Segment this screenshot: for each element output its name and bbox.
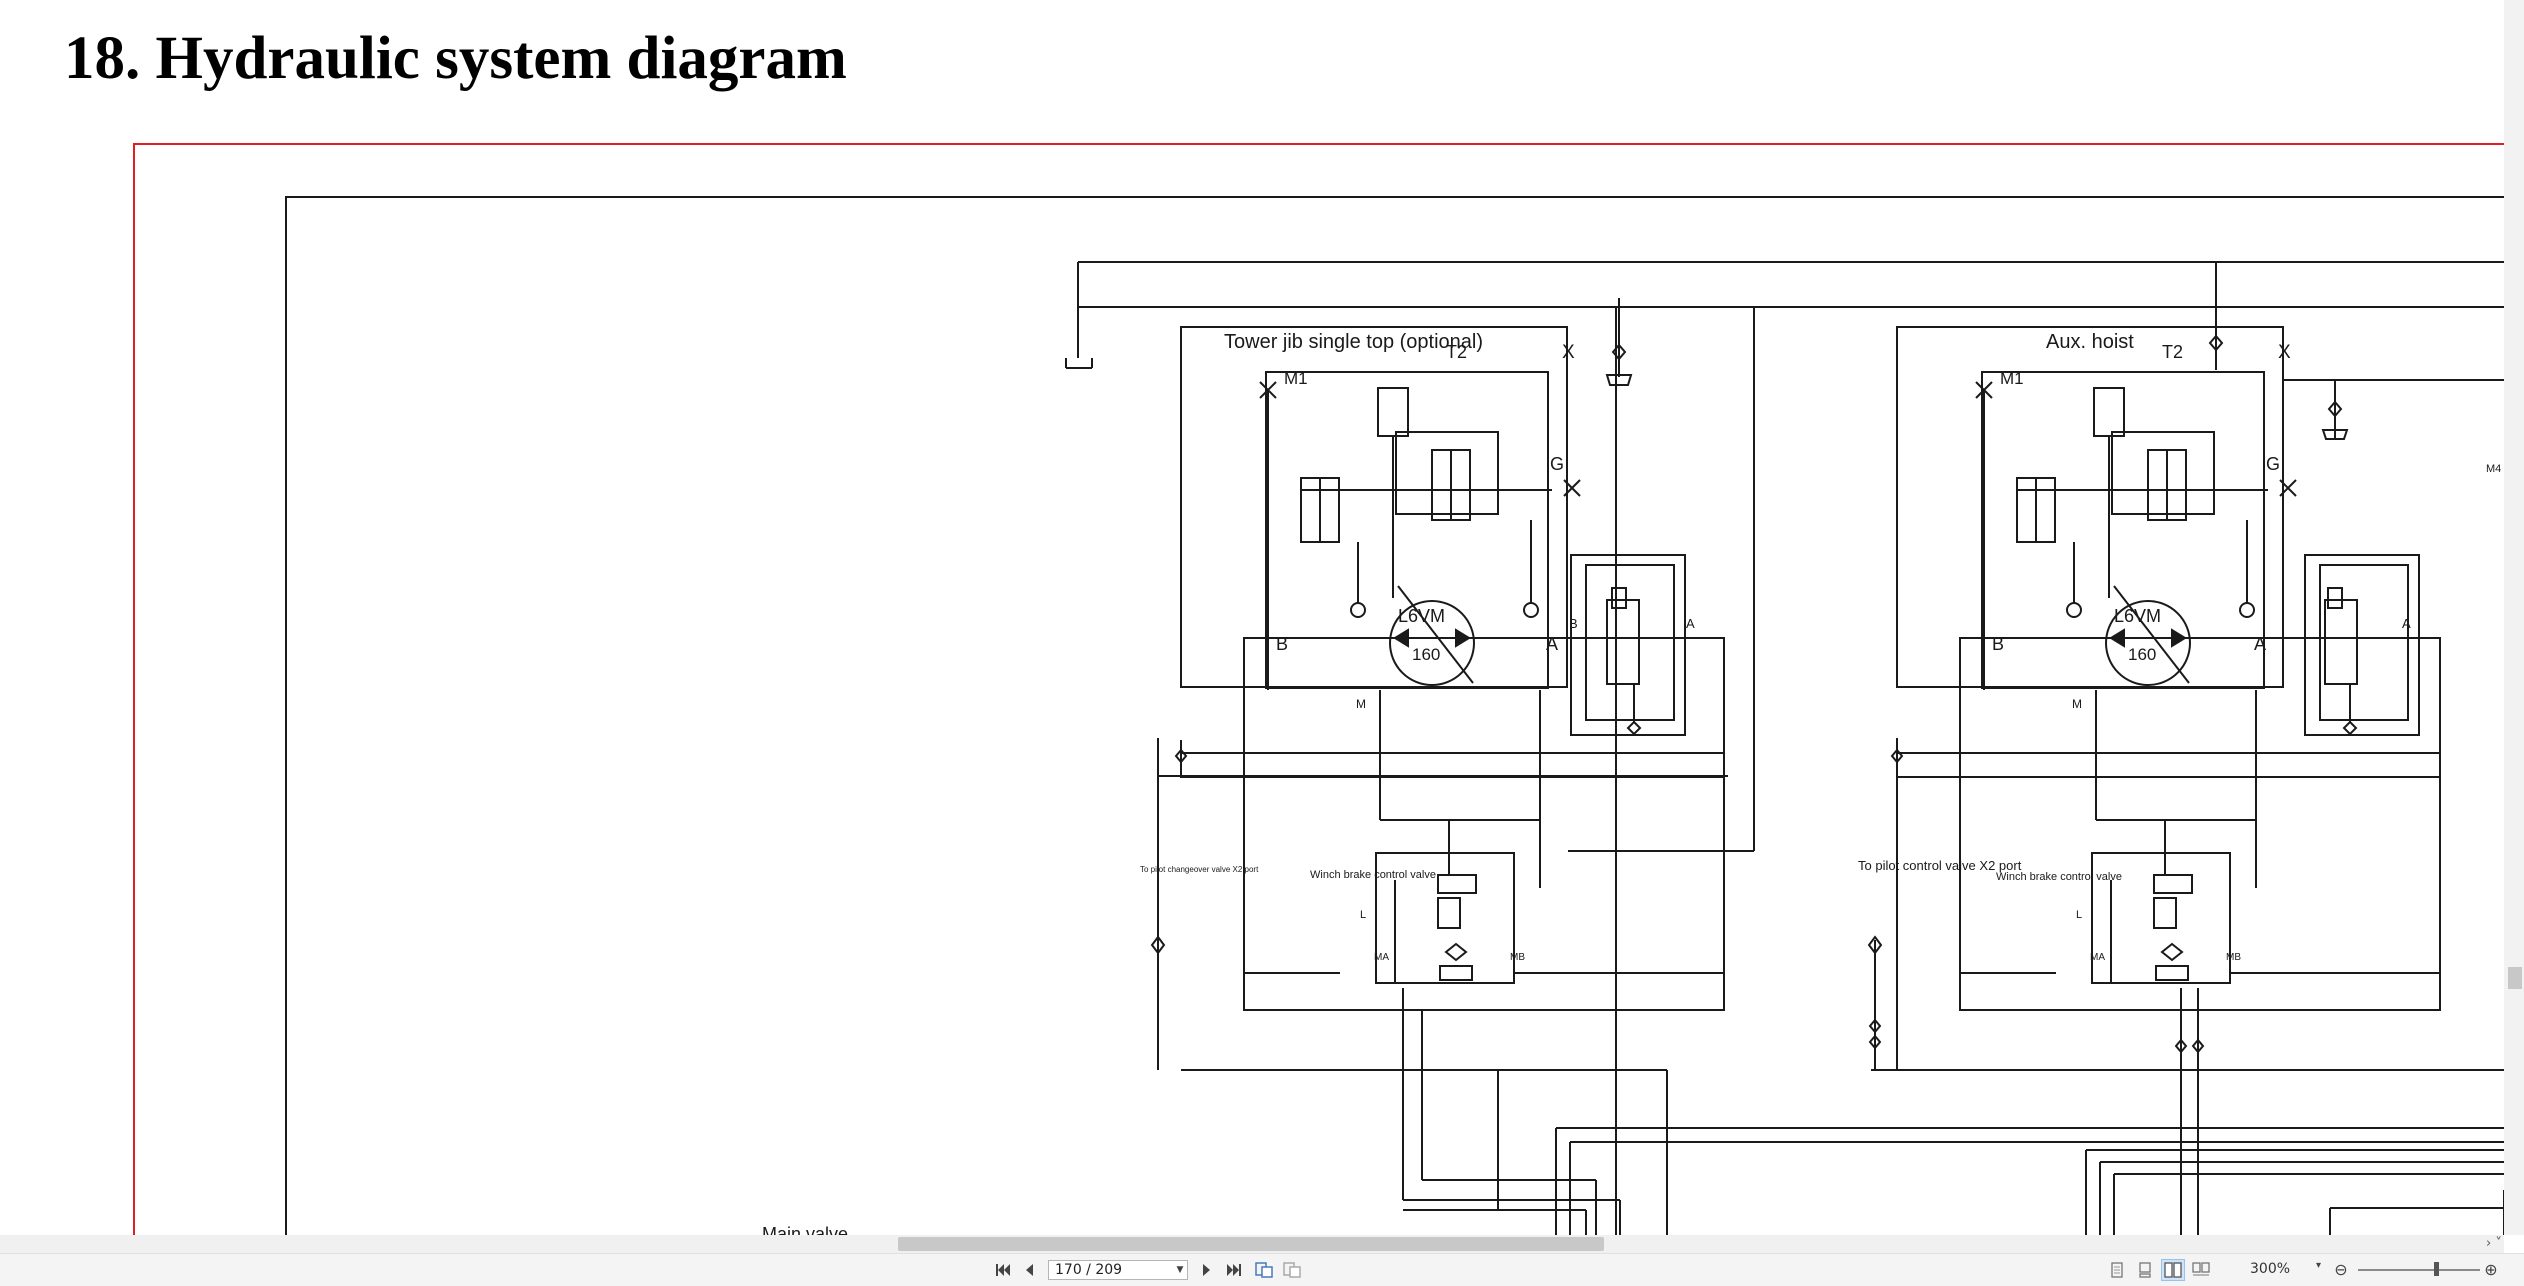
page-title: 18. Hydraulic system diagram — [64, 25, 847, 92]
label-aux-hoist: Aux. hoist — [2046, 331, 2134, 353]
chevron-down-icon[interactable]: ▼ — [1176, 1265, 1184, 1275]
label-a-block-right: A — [2402, 616, 2411, 631]
last-page-icon[interactable] — [1222, 1254, 1246, 1286]
label-g-right: G — [2266, 454, 2280, 474]
chevron-icon[interactable]: › ˅ — [2486, 1236, 2502, 1251]
label-a-right: A — [2254, 634, 2266, 654]
label-l-right: L — [2076, 909, 2082, 921]
previous-view-icon[interactable] — [1252, 1254, 1276, 1286]
chevron-down-icon[interactable]: ▾ — [2316, 1260, 2322, 1271]
label-pilot-control: To pilot control valve X2 port — [1858, 858, 2022, 873]
label-mb-right: MB — [2226, 952, 2241, 963]
horizontal-scrollbar[interactable] — [0, 1235, 2504, 1253]
first-page-icon[interactable] — [992, 1254, 1014, 1286]
zoom-slider-thumb[interactable] — [2434, 1262, 2439, 1276]
label-x-left: X — [1562, 342, 1575, 363]
page-frame — [133, 143, 2504, 1235]
label-main-valve: Main valve — [762, 1224, 848, 1235]
page-number-input[interactable] — [1048, 1260, 1188, 1280]
label-m-right: M — [2072, 697, 2082, 711]
status-bar: ▼ 300% ▾ ⊖ ⊕ — [0, 1253, 2524, 1286]
zoom-in-icon[interactable]: ⊕ — [2484, 1259, 2498, 1279]
label-t2-left: T2 — [1446, 342, 1467, 362]
zoom-level[interactable]: 300% — [2250, 1261, 2291, 1277]
label-motor-type-left: L6VM — [1398, 606, 1445, 626]
horizontal-scrollbar-thumb[interactable] — [898, 1237, 1604, 1251]
label-b-block-left: B — [1569, 616, 1578, 631]
label-winch-brake-right: Winch brake control valve — [1996, 871, 2122, 883]
prev-page-icon[interactable] — [1018, 1254, 1040, 1286]
label-l-left: L — [1360, 909, 1366, 921]
single-page-view-icon[interactable] — [2106, 1260, 2128, 1280]
vertical-scrollbar-thumb[interactable] — [2508, 967, 2522, 989]
label-ma-right: MA — [2090, 952, 2105, 963]
two-page-view-icon[interactable] — [2161, 1259, 2185, 1281]
two-page-continuous-view-icon[interactable] — [2190, 1260, 2212, 1280]
label-winch-brake-left: Winch brake control valve — [1310, 869, 1436, 881]
label-g-left: G — [1550, 454, 1564, 474]
label-t2-right: T2 — [2162, 342, 2183, 362]
zoom-slider[interactable] — [2358, 1269, 2480, 1271]
drawing-border — [285, 196, 2504, 1235]
hydraulic-diagram: Tower jib single top (optional) Aux. hoi… — [133, 143, 2504, 1235]
label-tower-jib: Tower jib single top (optional) — [1224, 331, 1483, 353]
label-m1-right: M1 — [2000, 369, 2024, 388]
label-ma-left: MA — [1374, 952, 1389, 963]
label-motor-size-right: 160 — [2128, 645, 2156, 664]
label-m1-left: M1 — [1284, 369, 1308, 388]
label-m4: M4 — [2486, 463, 2501, 475]
vertical-scrollbar[interactable] — [2504, 0, 2524, 1235]
document-viewport[interactable]: 18. Hydraulic system diagram — [0, 0, 2524, 1235]
label-m-left: M — [1356, 697, 1366, 711]
label-pilot-changeover: To pilot changeover valve X2 port — [1140, 865, 1259, 874]
label-motor-size-left: 160 — [1412, 645, 1440, 664]
zoom-out-icon[interactable]: ⊖ — [2334, 1259, 2348, 1279]
label-mb-left: MB — [1510, 952, 1525, 963]
continuous-view-icon[interactable] — [2134, 1260, 2156, 1280]
label-b-right: B — [1992, 634, 2004, 654]
label-b-left: B — [1276, 634, 1288, 654]
label-motor-type-right: L6VM — [2114, 606, 2161, 626]
label-a-block-left: A — [1686, 616, 1695, 631]
next-page-icon[interactable] — [1196, 1254, 1218, 1286]
label-a-left: A — [1546, 634, 1558, 654]
label-x-right: X — [2278, 342, 2291, 363]
next-view-icon[interactable] — [1280, 1254, 1304, 1286]
